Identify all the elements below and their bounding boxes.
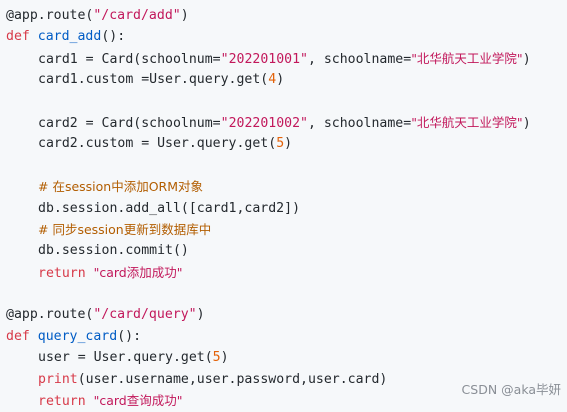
code-line-blank [6, 155, 567, 176]
code-line-comment-sync: # 同步session更新到数据库中 [6, 219, 567, 240]
def-keyword: def [6, 328, 30, 344]
print-keyword: print [38, 371, 78, 387]
function-name: card_add [37, 29, 102, 45]
code-line-comment-add: # 在session中添加ORM对象 [6, 176, 567, 197]
code-line-return-add: return "card添加成功" [6, 262, 567, 283]
code-line-blank [6, 91, 567, 112]
route-path: "/card/query" [93, 307, 197, 323]
return-keyword: return [38, 394, 86, 410]
code-line-blank [6, 283, 567, 304]
code-line-route-query: @app.route("/card/query") [6, 307, 205, 323]
return-value: "card添加成功" [93, 264, 183, 280]
code-line-def-query-card: def query_card(): [6, 326, 567, 347]
function-params: (): [101, 29, 126, 45]
watermark: CSDN @aka毕妍 [461, 382, 561, 397]
def-keyword: def [6, 29, 30, 45]
code-line-commit: db.session.commit() [38, 243, 189, 259]
code-line-card1: card1 = Card(schoolnum="202201001", scho… [38, 50, 531, 67]
code-line-print: print(user.username,user.password,user.c… [38, 371, 388, 387]
code-line-card2-custom: card2.custom = User.query.get(5) [38, 136, 293, 152]
code-line-def-card-add: def card_add(): [6, 26, 567, 47]
route-path: "/card/add" [93, 8, 181, 23]
function-params: (): [117, 328, 142, 344]
code-line-card1-custom: card1.custom =User.query.get(4) [38, 72, 285, 88]
code-line-add-all: db.session.add_all([card1,card2]) [38, 200, 301, 216]
code-line-route-add: @app.route("/card/add") [6, 8, 189, 23]
code-line-user: user = User.query.get(5) [38, 350, 229, 366]
return-keyword: return [38, 265, 86, 281]
code-comment: # 在session中添加ORM对象 [38, 179, 204, 195]
return-value: "card查询成功" [93, 393, 183, 409]
code-line-card2: card2 = Card(schoolnum="202201002", scho… [38, 114, 531, 131]
decorator: @app.route [6, 307, 86, 323]
code-comment: # 同步session更新到数据库中 [38, 221, 212, 237]
function-name: query_card [37, 328, 118, 344]
code-line-return-query: return "card查询成功" [6, 390, 567, 411]
decorator: @app.route [6, 8, 86, 23]
